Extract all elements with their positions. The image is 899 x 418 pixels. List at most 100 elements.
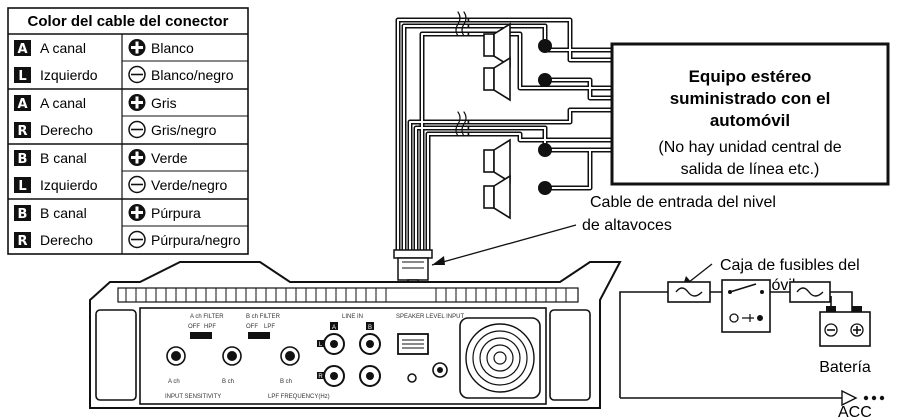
svg-text:Gris/negro: Gris/negro	[151, 122, 217, 138]
power-wiring: Caja de fusibles del automóvil	[619, 257, 885, 418]
speaker-cable-label: Cable de entrada del nivel	[590, 194, 776, 211]
table-row: L Izquierdo Blanco/negro	[14, 65, 234, 84]
svg-text:Blanco: Blanco	[151, 40, 194, 56]
svg-text:R: R	[17, 234, 27, 249]
svg-text:B canal: B canal	[40, 205, 87, 221]
gain-knob-b	[222, 346, 242, 366]
speaker-cable-harness	[395, 11, 615, 253]
speaker-level-input-port	[397, 333, 429, 355]
svg-text:B: B	[18, 152, 28, 167]
fuse-box-label: Caja de fusibles del	[720, 257, 860, 274]
badge-l-icon	[14, 177, 31, 193]
svg-text:LPF FREQUENCY(Hz): LPF FREQUENCY(Hz)	[268, 394, 330, 400]
badge-b-icon	[14, 205, 31, 221]
badge-b-icon	[14, 150, 31, 166]
table-row: R Derecho Púrpura/negro	[14, 230, 241, 249]
battery-icon	[819, 306, 871, 347]
svg-text:SPEAKER LEVEL INPUT: SPEAKER LEVEL INPUT	[396, 314, 464, 320]
speaker-icons	[483, 22, 511, 220]
svg-text:A ch FILTER: A ch FILTER	[190, 314, 224, 320]
svg-text:B ch: B ch	[222, 379, 234, 385]
stereo-box: Equipo estéreo suministrado con el autom…	[610, 42, 890, 186]
svg-text:OFF: OFF	[246, 324, 258, 330]
cable-pointer	[431, 224, 577, 266]
svg-text:Verde/negro: Verde/negro	[151, 177, 227, 193]
svg-text:L: L	[18, 69, 26, 84]
fan-grille	[459, 317, 541, 399]
svg-text:A: A	[17, 97, 27, 112]
svg-text:R: R	[318, 374, 323, 380]
stereo-note-line: salida de línea etc.)	[681, 161, 820, 178]
svg-text:B ch: B ch	[280, 379, 292, 385]
svg-text:Derecho: Derecho	[40, 122, 93, 138]
table-row: A A canal Blanco	[14, 39, 194, 57]
table-row: B B canal Verde	[14, 149, 188, 167]
filter-switch	[190, 332, 212, 339]
junction-dot	[538, 143, 552, 157]
svg-text:Derecho: Derecho	[40, 232, 93, 248]
table-row: L Izquierdo Verde/negro	[14, 175, 227, 194]
svg-text:Verde: Verde	[151, 150, 188, 166]
svg-text:LINE IN: LINE IN	[342, 314, 363, 320]
svg-text:LPF: LPF	[264, 324, 275, 330]
ignition-switch	[721, 279, 771, 333]
filter-switch	[248, 332, 270, 339]
svg-text:Izquierdo: Izquierdo	[40, 177, 98, 193]
speaker-icon	[483, 56, 511, 102]
stereo-note-line: (No hay unidad central de	[658, 139, 841, 156]
svg-text:A: A	[17, 42, 27, 57]
svg-text:A ch: A ch	[168, 379, 180, 385]
svg-text:Púrpura/negro: Púrpura/negro	[151, 232, 241, 248]
rca-jack	[359, 333, 381, 355]
rca-jack	[323, 333, 345, 355]
table-row: R Derecho Gris/negro	[14, 120, 217, 139]
junction-dot	[538, 39, 552, 53]
stereo-title-line: automóvil	[710, 111, 790, 130]
fuse-icon	[667, 281, 711, 303]
svg-text:L: L	[18, 179, 26, 194]
svg-text:B canal: B canal	[40, 150, 87, 166]
connector-color-table: Color del cable del conector A A canal B…	[7, 7, 249, 255]
svg-text:B: B	[368, 325, 372, 331]
rca-jack	[323, 365, 345, 387]
table-row: A A canal Gris	[14, 94, 177, 112]
svg-text:B: B	[18, 207, 28, 222]
svg-text:B ch FILTER: B ch FILTER	[246, 314, 281, 320]
svg-text:HPF: HPF	[204, 324, 216, 330]
speaker-cable-label: de altavoces	[582, 217, 672, 234]
svg-text:A: A	[332, 325, 336, 331]
badge-l-icon	[14, 67, 31, 83]
amplifier: A ch FILTER B ch FILTER OFF HPF OFF LPF …	[89, 261, 622, 409]
svg-text:Púrpura: Púrpura	[151, 205, 201, 221]
rca-jack	[359, 365, 381, 387]
lpf-knob	[280, 346, 300, 366]
svg-text:Izquierdo: Izquierdo	[40, 67, 98, 83]
svg-text:Gris: Gris	[151, 95, 177, 111]
badge-a-icon	[14, 95, 31, 111]
badge-r-icon	[14, 122, 31, 138]
svg-text:A canal: A canal	[40, 95, 86, 111]
fuse-icon	[789, 281, 831, 303]
speaker-icon	[483, 138, 511, 184]
svg-text:L: L	[319, 342, 323, 348]
table-title: Color del cable del conector	[28, 13, 229, 30]
junction-dot	[538, 73, 552, 87]
svg-text:OFF: OFF	[188, 324, 200, 330]
led-icon	[407, 373, 417, 383]
acc-label: ACC	[838, 404, 872, 418]
badge-r-icon	[14, 232, 31, 248]
speaker-icon	[483, 174, 511, 220]
svg-text:Blanco/negro: Blanco/negro	[151, 67, 234, 83]
table-row: B B canal Púrpura	[14, 204, 201, 222]
svg-text:INPUT SENSITIVITY: INPUT SENSITIVITY	[165, 394, 221, 400]
stereo-title-line: suministrado con el	[670, 89, 831, 108]
gain-knob-a	[166, 346, 186, 366]
svg-text:R: R	[17, 124, 27, 139]
junction-dot	[538, 181, 552, 195]
stereo-title-line: Equipo estéreo	[689, 67, 812, 86]
acc-arrow-icon	[841, 389, 858, 407]
battery-label: Batería	[819, 359, 871, 376]
badge-a-icon	[14, 40, 31, 56]
key-icon	[729, 313, 739, 323]
